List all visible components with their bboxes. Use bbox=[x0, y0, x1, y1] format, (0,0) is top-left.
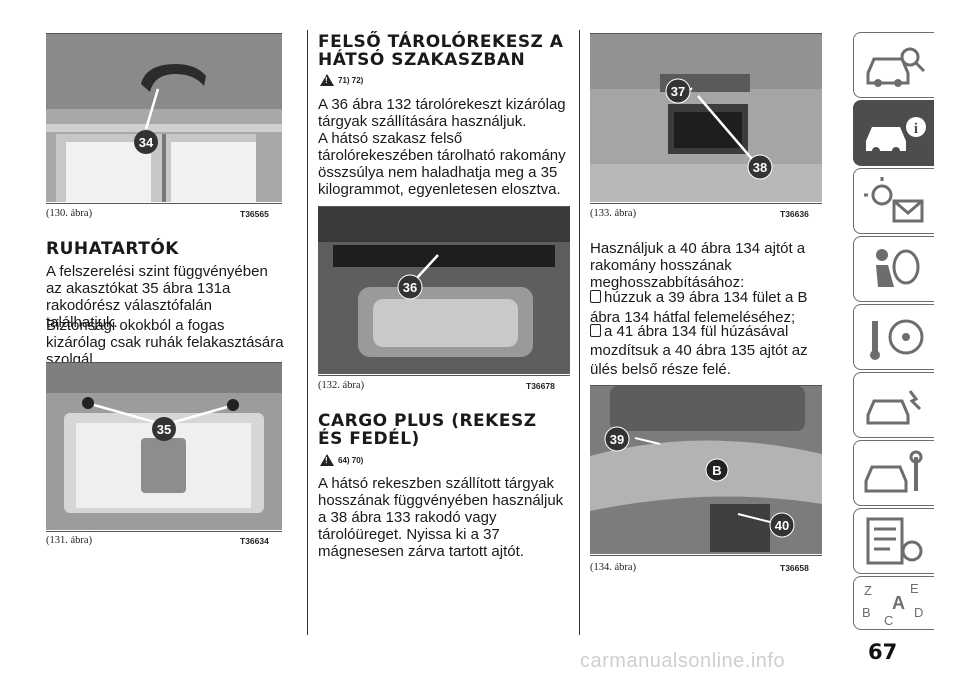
svg-text:A: A bbox=[892, 593, 905, 613]
callout-39: 39 bbox=[610, 432, 624, 447]
warning-lights-icon bbox=[864, 177, 924, 223]
figure-132-code: T36678 bbox=[526, 381, 555, 391]
index-abc-icon: Z E B D C A bbox=[862, 581, 923, 628]
sidebar-tab-car-info[interactable]: i bbox=[853, 100, 934, 166]
cargo-paragraph-1: A hátsó rekeszben szállított tárgyak hos… bbox=[318, 475, 564, 560]
svg-text:C: C bbox=[884, 613, 893, 628]
checkbox-bullet-icon bbox=[590, 324, 601, 337]
car-service-icon bbox=[864, 450, 923, 493]
section-title-felso-line2: HÁTSÓ SZAKASZBAN bbox=[318, 50, 526, 70]
car-info-icon: i bbox=[866, 117, 926, 155]
figure-130-photo: 34 bbox=[46, 34, 282, 202]
sidebar-tab-car-search[interactable] bbox=[853, 32, 934, 98]
sidebar-tab-car-service[interactable] bbox=[853, 440, 934, 506]
felso-paragraph-1: A 36 ábra 132 tárolórekeszt kizárólag tá… bbox=[318, 96, 566, 130]
cargo-refs-text: 64) 70) bbox=[338, 455, 364, 465]
spec-sheet-icon bbox=[866, 517, 923, 565]
sidebar-tab-index[interactable]: Z E B D C A bbox=[853, 576, 934, 630]
steering-key-icon bbox=[870, 319, 924, 360]
figure-132-caption: (132. ábra) bbox=[318, 380, 365, 391]
svg-text:i: i bbox=[914, 121, 918, 137]
warning-triangle-icon bbox=[320, 74, 334, 86]
sidebar-tab-steering-key[interactable] bbox=[853, 304, 934, 370]
ruhatartok-paragraph-1: A felszerelési szint függvényében az aka… bbox=[46, 263, 268, 331]
figure-130-caption: (130. ábra) bbox=[46, 208, 93, 219]
svg-text:D: D bbox=[914, 605, 923, 620]
figure-131-caption: (131. ábra) bbox=[46, 535, 93, 546]
svg-text:Z: Z bbox=[864, 583, 872, 598]
page-number: 67 bbox=[868, 640, 898, 664]
callout-35: 35 bbox=[157, 422, 171, 437]
sidebar-tab-car-crash[interactable] bbox=[853, 372, 934, 438]
section-title-cargo-line2: ÉS FEDÉL) bbox=[318, 429, 420, 449]
felso-refs-text: 71) 72) bbox=[338, 75, 364, 85]
callout-B: B bbox=[712, 463, 721, 478]
cargo-warning-refs: 64) 70) bbox=[320, 454, 363, 466]
svg-text:E: E bbox=[910, 581, 919, 596]
figure-132-photo: 36 bbox=[318, 207, 570, 374]
figure-131-code: T36634 bbox=[240, 536, 269, 546]
section-title-cargo-line1: CARGO PLUS (REKESZ bbox=[318, 411, 537, 431]
bullet-2-text: a 41 ábra 134 fül húzásával mozdítsuk a … bbox=[590, 323, 808, 378]
callout-37: 37 bbox=[671, 84, 685, 99]
figure-133-code: T36636 bbox=[780, 209, 809, 219]
car-crash-icon bbox=[866, 390, 922, 425]
sidebar-tab-spec-sheet[interactable] bbox=[853, 508, 934, 574]
sidebar-tab-airbag[interactable] bbox=[853, 236, 934, 302]
bullet-1-text: húzzuk a 39 ábra 134 fület a B ábra 134 … bbox=[590, 289, 808, 326]
figure-131-photo: 35 bbox=[46, 363, 282, 530]
callout-36: 36 bbox=[403, 280, 417, 295]
checkbox-bullet-icon bbox=[590, 290, 601, 303]
figure-130-code: T36565 bbox=[240, 209, 269, 219]
figure-134-code: T36658 bbox=[780, 563, 809, 573]
car-search-icon bbox=[866, 47, 926, 87]
hasznaljuk-bullet-1: húzzuk a 39 ábra 134 fület a B ábra 134 … bbox=[590, 288, 815, 328]
airbag-person-icon bbox=[876, 249, 920, 287]
hasznaljuk-bullet-2: a 41 ábra 134 fül húzásával mozdítsuk a … bbox=[590, 322, 815, 379]
callout-34: 34 bbox=[139, 135, 154, 150]
felso-paragraph-2: A hátsó szakasz felső tárolórekeszében t… bbox=[318, 130, 566, 198]
callout-38: 38 bbox=[753, 160, 767, 175]
figure-133-photo: 37 38 bbox=[590, 34, 822, 202]
section-title-ruhatartok: RUHATARTÓK bbox=[46, 239, 179, 259]
ruhatartok-paragraph-2: Biztonsági okokból a fogas kizárólag csa… bbox=[46, 317, 284, 368]
felso-warning-refs: 71) 72) bbox=[320, 74, 363, 86]
figure-134-photo: 39 B 40 bbox=[590, 386, 822, 554]
sidebar-tab-warning-lights[interactable] bbox=[853, 168, 934, 234]
figure-134-caption: (134. ábra) bbox=[590, 562, 637, 573]
watermark: carmanualsonline.info bbox=[580, 650, 786, 672]
warning-triangle-icon bbox=[320, 454, 334, 466]
figure-133-caption: (133. ábra) bbox=[590, 208, 637, 219]
hasznaljuk-intro: Használjuk a 40 ábra 134 ajtót a rakomán… bbox=[590, 240, 806, 291]
svg-text:B: B bbox=[862, 605, 871, 620]
callout-40: 40 bbox=[775, 518, 789, 533]
section-title-felso-line1: FELSŐ TÁROLÓREKESZ A bbox=[318, 32, 564, 52]
